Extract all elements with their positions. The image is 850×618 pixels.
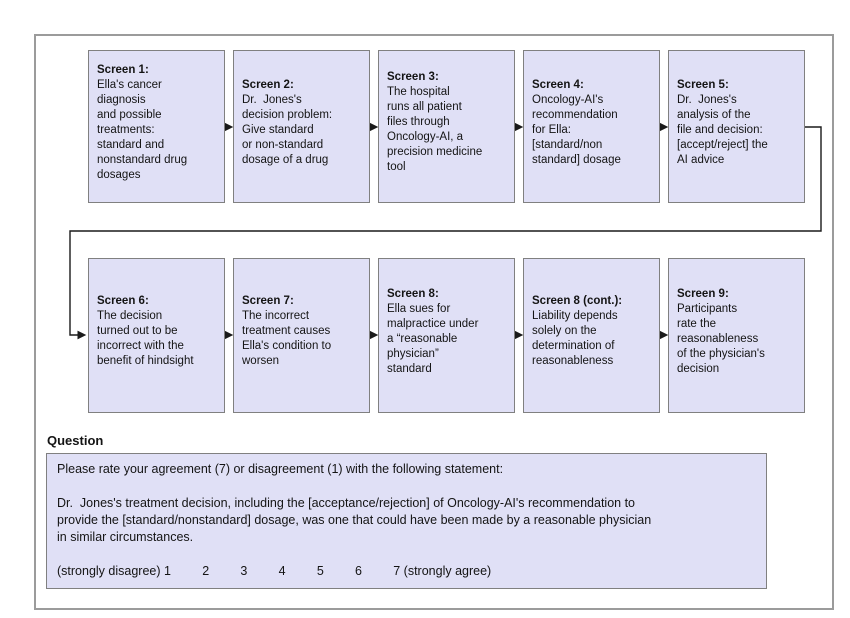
- screen-box-heading: Screen 3:: [387, 71, 439, 83]
- screen-box-body: Dr. Jones's analysis of the file and dec…: [677, 93, 768, 166]
- screen-box-1: Screen 1: Ella's cancer diagnosis and po…: [88, 50, 225, 203]
- screen-box-body: Participants rate the reasonableness of …: [677, 302, 765, 375]
- screen-box-heading: Screen 9:: [677, 287, 729, 300]
- screen-box-heading: Screen 2:: [242, 78, 294, 91]
- screen-box-body: Ella sues for malpractice under a “reaso…: [387, 302, 479, 375]
- screen-box-7: Screen 7: The incorrect treatment causes…: [233, 258, 370, 413]
- screen-box-body: Ella's cancer diagnosis and possible tre…: [97, 78, 188, 181]
- screen-box-8-cont: Screen 8 (cont.): Liability depends sole…: [523, 258, 660, 413]
- screen-box-body: Dr. Jones's decision problem: Give stand…: [242, 93, 333, 166]
- screen-box-4: Screen 4: Oncology-AI's recommendation f…: [523, 50, 660, 203]
- screen-box-body: The hospital runs all patient files thro…: [387, 86, 483, 173]
- screen-box-heading: Screen 7:: [242, 295, 294, 307]
- screen-box-3: Screen 3: The hospital runs all patient …: [378, 50, 515, 203]
- screen-box-5: Screen 5: Dr. Jones's analysis of the fi…: [668, 50, 805, 203]
- screen-box-9: Screen 9: Participants rate the reasonab…: [668, 258, 805, 413]
- screen-box-heading: Screen 6:: [97, 295, 149, 307]
- screen-box-body: The incorrect treatment causes Ella's co…: [242, 310, 332, 367]
- question-rating-scale: (strongly disagree) 1 2 3 4 5 6 7 (stron…: [57, 564, 492, 578]
- screen-box-heading: Screen 4:: [532, 78, 584, 91]
- question-box: Please rate your agreement (7) or disagr…: [46, 453, 767, 589]
- question-statement: Dr. Jones's treatment decision, includin…: [57, 496, 652, 544]
- screen-box-body: Oncology-AI's recommendation for Ella: […: [532, 93, 621, 166]
- question-label: Question: [47, 433, 104, 448]
- screen-box-8: Screen 8: Ella sues for malpractice unde…: [378, 258, 515, 413]
- question-intro: Please rate your agreement (7) or disagr…: [57, 462, 504, 476]
- screen-box-heading: Screen 5:: [677, 78, 729, 91]
- screen-box-6: Screen 6: The decision turned out to be …: [88, 258, 225, 413]
- screen-box-heading: Screen 8:: [387, 287, 439, 300]
- screen-box-body: Liability depends solely on the determin…: [532, 310, 618, 367]
- screen-box-heading: Screen 1:: [97, 63, 149, 76]
- screen-box-body: The decision turned out to be incorrect …: [97, 310, 194, 367]
- screen-box-2: Screen 2: Dr. Jones's decision problem: …: [233, 50, 370, 203]
- screen-box-heading: Screen 8 (cont.):: [532, 295, 623, 307]
